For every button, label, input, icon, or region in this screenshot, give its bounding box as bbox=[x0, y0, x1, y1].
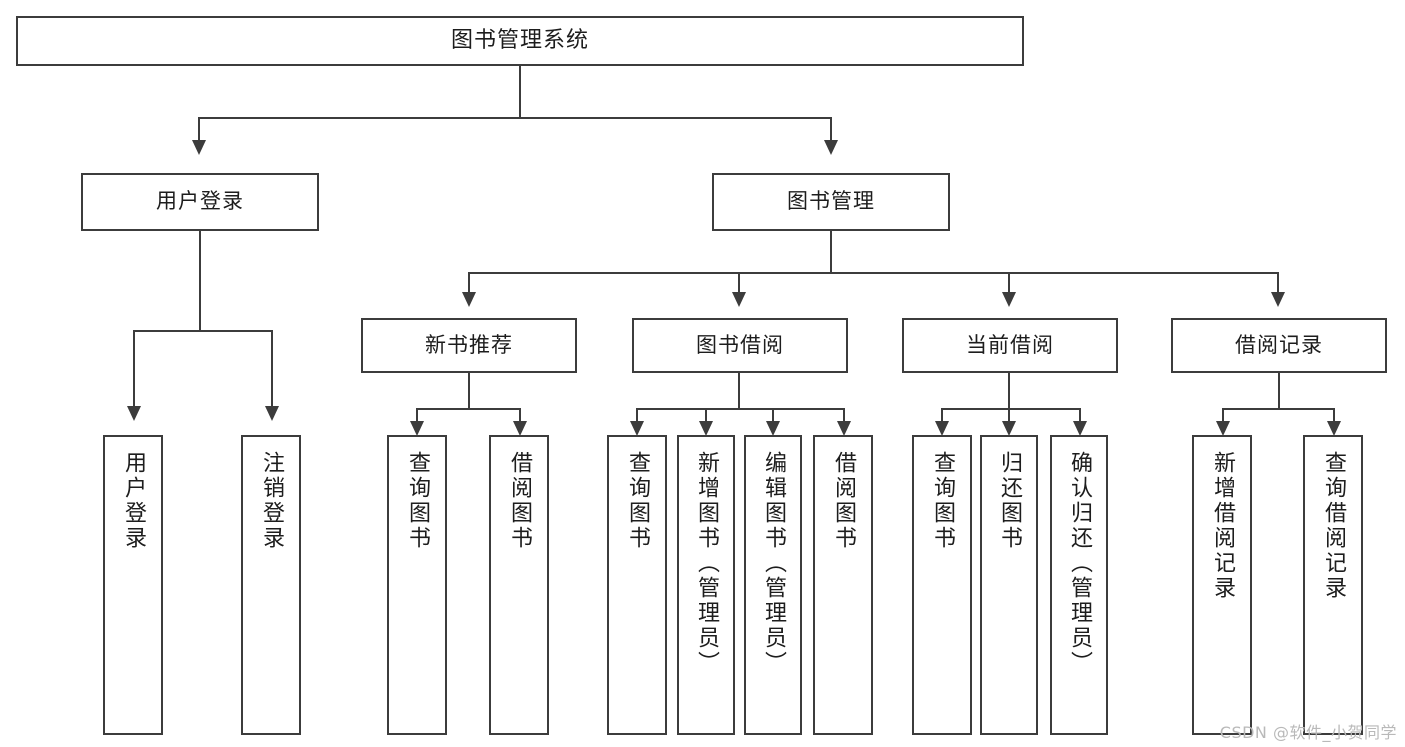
node-label: 确认归还（管理员） bbox=[1067, 451, 1092, 676]
node-leaf-user-logout[interactable]: 注销登录 bbox=[241, 435, 301, 735]
connector-borrow-record-bus bbox=[1222, 408, 1335, 410]
connector-drop-leaf-return-book bbox=[1008, 408, 1010, 424]
node-leaf-confirm-return[interactable]: 确认归还（管理员） bbox=[1050, 435, 1108, 735]
connector-drop-borrow-record bbox=[1277, 272, 1279, 294]
node-label: 查询借阅记录 bbox=[1321, 451, 1346, 601]
arrow-leaf-user-logout bbox=[265, 406, 279, 421]
arrow-book-borrow bbox=[732, 292, 746, 307]
node-label: 借阅图书 bbox=[507, 451, 532, 551]
node-label: 新书推荐 bbox=[425, 332, 513, 357]
connector-book-manage-stem bbox=[830, 231, 832, 273]
connector-borrow-record-stem bbox=[1278, 373, 1280, 409]
connector-drop-leaf-user-login bbox=[133, 330, 135, 408]
connector-user-login-bus bbox=[133, 330, 273, 332]
connector-drop-book-borrow bbox=[738, 272, 740, 294]
connector-level2-bus bbox=[468, 272, 1279, 274]
arrow-leaf-return-book bbox=[1002, 421, 1016, 436]
node-leaf-borrow-book-2[interactable]: 借阅图书 bbox=[813, 435, 873, 735]
node-book-borrow[interactable]: 图书借阅 bbox=[632, 318, 848, 373]
csdn-watermark: CSDN @软件_小贺同学 bbox=[1219, 723, 1397, 742]
node-leaf-return-book[interactable]: 归还图书 bbox=[980, 435, 1038, 735]
node-leaf-query-record[interactable]: 查询借阅记录 bbox=[1303, 435, 1363, 735]
arrow-leaf-borrow-book-1 bbox=[513, 421, 527, 436]
node-label: 查询图书 bbox=[625, 451, 650, 551]
connector-new-book-rec-bus bbox=[416, 408, 521, 410]
node-current-borrow[interactable]: 当前借阅 bbox=[902, 318, 1118, 373]
node-label: 新增图书（管理员） bbox=[694, 451, 719, 676]
node-new-book-rec[interactable]: 新书推荐 bbox=[361, 318, 577, 373]
node-leaf-edit-book[interactable]: 编辑图书（管理员） bbox=[744, 435, 802, 735]
connector-drop-leaf-borrow-book-2 bbox=[843, 408, 845, 424]
node-label: 查询图书 bbox=[930, 451, 955, 551]
connector-new-book-rec-stem bbox=[468, 373, 470, 409]
connector-book-borrow-stem bbox=[738, 373, 740, 409]
connector-drop-leaf-query-book-2 bbox=[636, 408, 638, 424]
arrow-current-borrow bbox=[1002, 292, 1016, 307]
connector-current-borrow-stem bbox=[1008, 373, 1010, 409]
connector-drop-leaf-add-book bbox=[705, 408, 707, 424]
node-label: 用户登录 bbox=[156, 189, 244, 214]
node-label: 归还图书 bbox=[997, 451, 1022, 551]
connector-drop-leaf-query-book-3 bbox=[941, 408, 943, 424]
node-label: 编辑图书（管理员） bbox=[761, 451, 786, 676]
arrow-leaf-add-book bbox=[699, 421, 713, 436]
connector-root-stem bbox=[519, 66, 521, 118]
node-label: 查询图书 bbox=[405, 451, 430, 551]
arrow-leaf-confirm-return bbox=[1073, 421, 1087, 436]
node-leaf-add-book[interactable]: 新增图书（管理员） bbox=[677, 435, 735, 735]
node-leaf-add-record[interactable]: 新增借阅记录 bbox=[1192, 435, 1252, 735]
connector-book-borrow-bus bbox=[636, 408, 845, 410]
node-leaf-user-login[interactable]: 用户登录 bbox=[103, 435, 163, 735]
node-label: 借阅图书 bbox=[831, 451, 856, 551]
node-label: 当前借阅 bbox=[966, 332, 1054, 357]
connector-drop-leaf-confirm-return bbox=[1079, 408, 1081, 424]
node-label: 借阅记录 bbox=[1235, 332, 1323, 357]
node-book-manage[interactable]: 图书管理 bbox=[712, 173, 950, 231]
connector-drop-leaf-add-record bbox=[1222, 408, 1224, 424]
arrow-leaf-user-login bbox=[127, 406, 141, 421]
node-leaf-query-book-1[interactable]: 查询图书 bbox=[387, 435, 447, 735]
arrow-leaf-add-record bbox=[1216, 421, 1230, 436]
connector-drop-leaf-user-logout bbox=[271, 330, 273, 408]
connector-drop-current-borrow bbox=[1008, 272, 1010, 294]
arrow-new-book-rec bbox=[462, 292, 476, 307]
connector-drop-leaf-edit-book bbox=[772, 408, 774, 424]
node-label: 注销登录 bbox=[259, 451, 284, 551]
connector-drop-leaf-borrow-book-1 bbox=[519, 408, 521, 424]
node-user-login[interactable]: 用户登录 bbox=[81, 173, 319, 231]
connector-drop-book-manage bbox=[830, 117, 832, 143]
node-root-system[interactable]: 图书管理系统 bbox=[16, 16, 1024, 66]
connector-drop-user-login bbox=[198, 117, 200, 143]
arrow-leaf-query-book-3 bbox=[935, 421, 949, 436]
arrow-leaf-edit-book bbox=[766, 421, 780, 436]
arrow-book-manage bbox=[824, 140, 838, 155]
connector-drop-leaf-query-book-1 bbox=[416, 408, 418, 424]
node-leaf-borrow-book-1[interactable]: 借阅图书 bbox=[489, 435, 549, 735]
connector-drop-new-book-rec bbox=[468, 272, 470, 294]
node-label: 新增借阅记录 bbox=[1210, 451, 1235, 601]
arrow-borrow-record bbox=[1271, 292, 1285, 307]
connector-current-borrow-bus bbox=[941, 408, 1081, 410]
node-label: 图书借阅 bbox=[696, 332, 784, 357]
node-label: 图书管理系统 bbox=[450, 28, 589, 54]
connector-user-login-stem bbox=[199, 231, 201, 331]
node-leaf-query-book-2[interactable]: 查询图书 bbox=[607, 435, 667, 735]
arrow-leaf-borrow-book-2 bbox=[837, 421, 851, 436]
node-borrow-record[interactable]: 借阅记录 bbox=[1171, 318, 1387, 373]
connector-drop-leaf-query-record bbox=[1333, 408, 1335, 424]
arrow-user-login bbox=[192, 140, 206, 155]
connector-level1-bus bbox=[198, 117, 832, 119]
node-label: 图书管理 bbox=[787, 189, 875, 214]
node-label: 用户登录 bbox=[121, 451, 146, 551]
arrow-leaf-query-record bbox=[1327, 421, 1341, 436]
arrow-leaf-query-book-1 bbox=[410, 421, 424, 436]
node-leaf-query-book-3[interactable]: 查询图书 bbox=[912, 435, 972, 735]
arrow-leaf-query-book-2 bbox=[630, 421, 644, 436]
